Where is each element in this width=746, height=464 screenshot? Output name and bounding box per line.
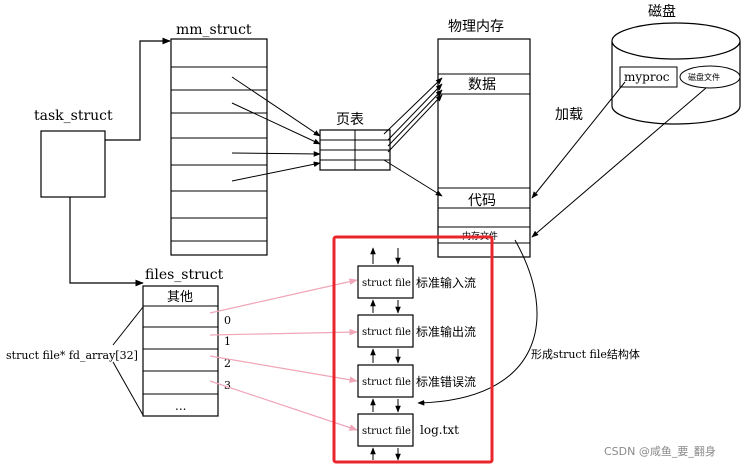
mm-struct-box xyxy=(170,38,268,256)
disk-file-label: 磁盘文件 xyxy=(688,72,720,82)
files-struct-box xyxy=(142,285,219,417)
struct-file-stdin: struct file xyxy=(357,265,414,299)
load-label: 加载 xyxy=(555,107,583,123)
stdout-label: 标准输出流 xyxy=(416,324,476,339)
struct-file-stdout: struct file xyxy=(357,314,414,348)
logtxt-label: log.txt xyxy=(420,423,459,437)
fd-array-bracket-bottom xyxy=(112,361,144,416)
struct-file-stderr: struct file xyxy=(357,364,414,398)
struct-file-highlight-frame xyxy=(332,235,494,464)
struct-file-box-label: struct file xyxy=(362,327,411,338)
stderr-label: 标准错误流 xyxy=(416,375,476,389)
files-other-label: 其他 xyxy=(167,290,193,305)
pagetable-to-mem-arrow-1 xyxy=(383,77,443,135)
task-to-mm-arrow xyxy=(105,37,171,141)
mm-to-pagetable-arrow-1 xyxy=(231,76,321,137)
fd-index-2: 2 xyxy=(224,357,231,370)
mm-to-pagetable-arrow-4 xyxy=(231,161,321,182)
struct-file-box-label: struct file xyxy=(362,278,411,289)
pagetable-to-mem-arrow-2 xyxy=(387,83,443,141)
disk-file-ellipse xyxy=(679,65,741,89)
physical-memory-label: 物理内存 xyxy=(448,19,504,35)
page-table-box xyxy=(319,129,391,171)
fd-array-bracket-top xyxy=(112,306,144,346)
struct-file-box-label: struct file xyxy=(362,426,411,437)
fd-index-3: 3 xyxy=(224,379,231,392)
pagetable-to-mem-arrow-3 xyxy=(387,89,443,147)
mm-to-pagetable-arrow-3 xyxy=(231,151,321,157)
mm-to-pagetable-arrow-2 xyxy=(231,102,321,145)
diskfile-to-memfile-arrow xyxy=(531,87,707,238)
struct-file-list-links xyxy=(370,247,401,461)
struct-file-box-label: struct file xyxy=(362,377,411,388)
disk-cylinder xyxy=(611,22,741,125)
task-struct-box xyxy=(40,130,106,198)
files-struct-label: files_struct xyxy=(145,267,224,283)
csdn-watermark: CSDN @咸鱼_要_翻身 xyxy=(604,444,716,458)
stdin-label: 标准输入流 xyxy=(416,275,476,290)
struct-file-logtxt: struct file xyxy=(357,413,414,447)
task-struct-label: task_struct xyxy=(34,108,113,124)
fd-array-label: struct file* fd_array[32] xyxy=(6,349,138,362)
myproc-label: myproc xyxy=(624,70,670,84)
disk-label: 磁盘 xyxy=(648,3,676,20)
mm-struct-label: mm_struct xyxy=(176,22,252,38)
form-struct-file-label: 形成struct file结构体 xyxy=(531,347,640,361)
pagetable-to-mem-arrow-4 xyxy=(387,94,443,153)
files-ellipsis: ... xyxy=(175,399,186,413)
code-segment-label: 代码 xyxy=(468,193,496,209)
myproc-to-code-arrow xyxy=(531,81,626,199)
task-to-files-arrow xyxy=(69,197,144,287)
fd-index-0: 0 xyxy=(224,314,231,327)
memfile-to-logtxt-arrow xyxy=(417,239,538,406)
myproc-box xyxy=(619,66,678,88)
fd-index-1: 1 xyxy=(224,335,231,348)
physical-memory-box xyxy=(437,38,531,258)
data-segment-label: 数据 xyxy=(468,77,496,93)
pagetable-to-mem-arrow-5 xyxy=(383,159,443,197)
page-table-label: 页表 xyxy=(336,112,364,128)
